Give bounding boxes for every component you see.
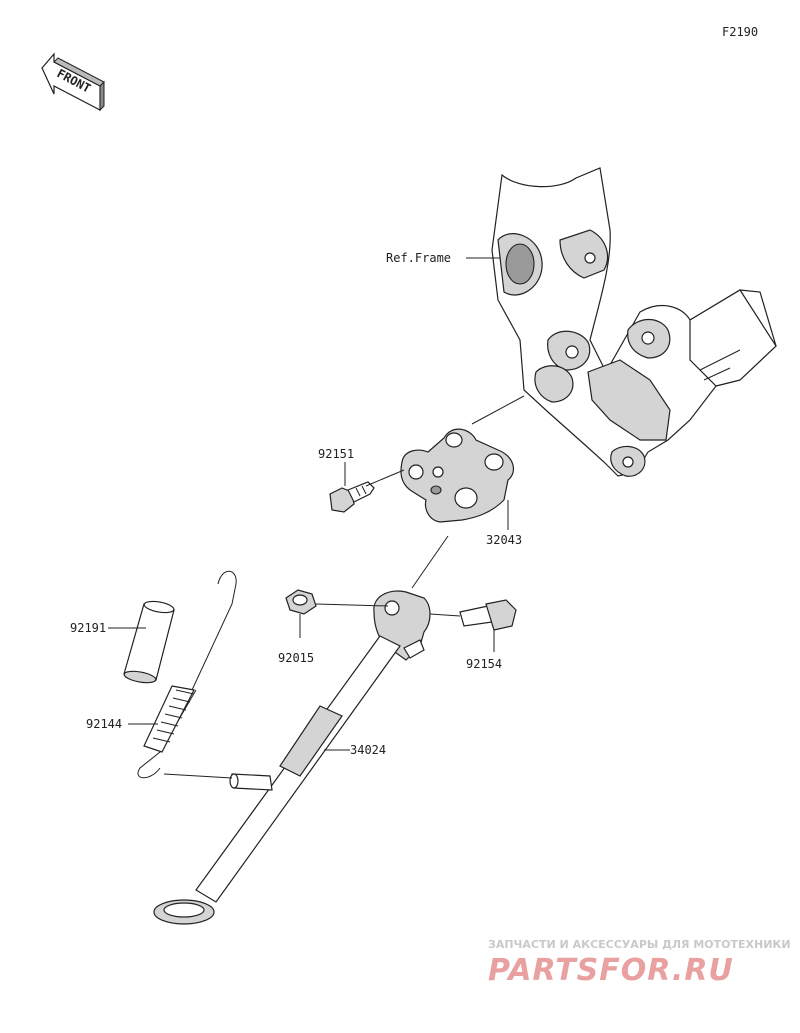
- spring-coil: [143, 685, 195, 753]
- spring-92144-part: [137, 570, 237, 779]
- part-number-92154: 92154: [466, 657, 502, 671]
- watermark-brand: PARTSFOR.RU: [488, 953, 734, 988]
- frame-reference-part: [491, 167, 777, 477]
- spring-pin-part: [229, 773, 273, 791]
- part-number-92191: 92191: [70, 621, 106, 635]
- part-number-34024: 34024: [350, 743, 386, 757]
- ref-frame-label: Ref.Frame: [386, 251, 451, 265]
- figure-code: F2190: [722, 25, 758, 39]
- part-number-92144: 92144: [86, 717, 122, 731]
- nut-92015-part: [285, 589, 317, 615]
- tube-92191-part: [123, 600, 175, 684]
- watermark-subtitle: ЗАПЧАСТИ И АКСЕССУАРЫ ДЛЯ МОТОТЕХНИКИ: [488, 938, 791, 951]
- bolt-92154-part: [459, 599, 517, 631]
- bolt-92151-part: [329, 481, 375, 513]
- part-number-92151: 92151: [318, 447, 354, 461]
- front-arrow-icon: FRONT: [41, 52, 105, 112]
- part-number-32043: 32043: [486, 533, 522, 547]
- bracket-32043-part: [400, 428, 515, 523]
- side-stand-34024-part: [153, 590, 431, 925]
- part-number-92015: 92015: [278, 651, 314, 665]
